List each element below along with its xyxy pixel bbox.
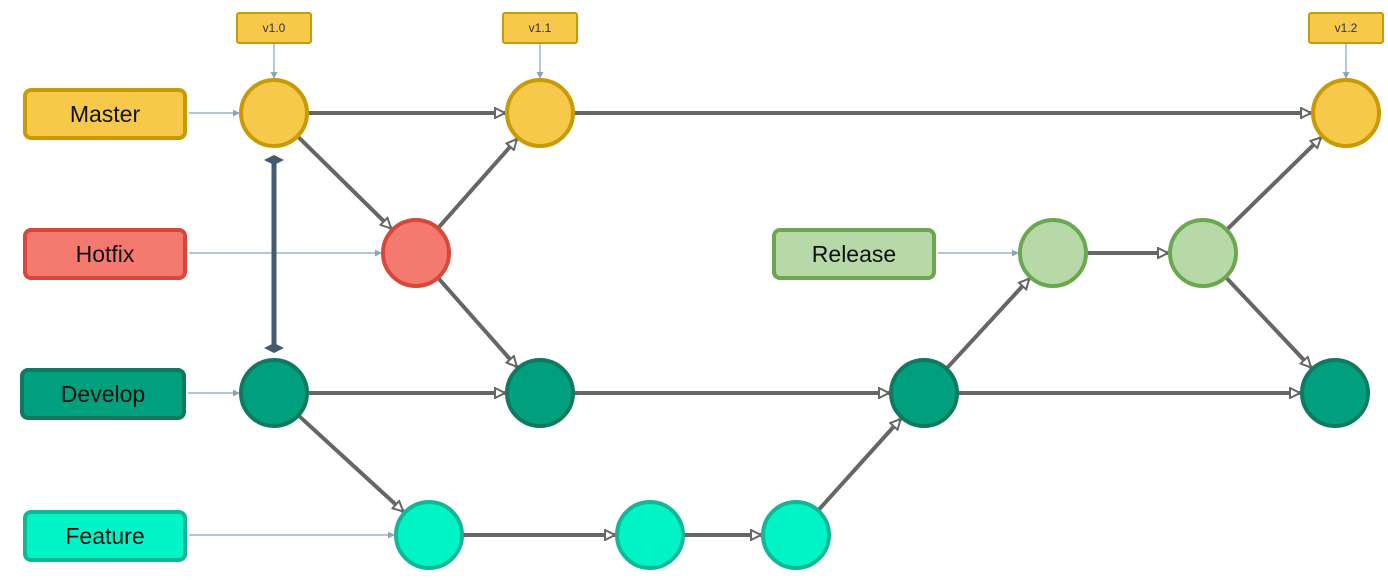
edge-d3-r1 xyxy=(944,279,1029,371)
branch-label-box-release xyxy=(772,228,936,280)
tag-v10: v1.0 xyxy=(236,12,312,79)
branch-label-text-master: Master xyxy=(70,101,141,127)
commit-d1 xyxy=(239,358,309,428)
commit-m3 xyxy=(1311,78,1381,148)
commit-d3 xyxy=(889,358,959,428)
commit-r2 xyxy=(1168,218,1238,288)
branch-label-text-develop: Develop xyxy=(61,381,145,407)
tag-v12-label: v1.2 xyxy=(1335,21,1358,35)
tag-v11-label: v1.1 xyxy=(529,21,552,35)
commit-d2 xyxy=(505,358,575,428)
edge-m1-h1 xyxy=(296,134,392,228)
branch-label-box-feature xyxy=(23,510,187,562)
label-links-layer xyxy=(188,109,1019,539)
tag-v10-box xyxy=(236,12,312,44)
branch-label-text-feature: Feature xyxy=(65,523,144,549)
branch-label-hotfix: Hotfix xyxy=(23,228,187,280)
edge-h1-m2 xyxy=(436,139,519,230)
branch-label-text-hotfix: Hotfix xyxy=(76,241,135,267)
commit-h1 xyxy=(381,218,451,288)
branch-label-box-hotfix xyxy=(23,228,187,280)
edge-d1-f1 xyxy=(296,413,403,511)
commit-f3 xyxy=(761,500,831,570)
tag-v11-box xyxy=(502,12,578,44)
tag-v12-box xyxy=(1308,12,1384,44)
commit-d4 xyxy=(1300,358,1370,428)
branch-label-box-master xyxy=(23,88,187,140)
commit-f2 xyxy=(615,500,685,570)
branch-label-feature: Feature xyxy=(23,510,187,562)
edge-h1-d2 xyxy=(436,276,519,367)
commit-m2 xyxy=(505,78,575,148)
edges-layer xyxy=(296,113,1322,535)
tag-v12: v1.2 xyxy=(1308,12,1384,79)
branch-label-text-release: Release xyxy=(812,241,896,267)
branch-label-box-develop xyxy=(20,368,186,420)
branch-label-master: Master xyxy=(23,88,187,140)
commits-layer xyxy=(239,78,1381,570)
tags-layer: v1.0 v1.1 v1.2 xyxy=(236,12,1384,79)
commit-m1 xyxy=(239,78,309,148)
branch-label-release: Release xyxy=(772,228,936,280)
edge-r2-m3 xyxy=(1225,138,1321,232)
tag-v11: v1.1 xyxy=(502,12,578,79)
commit-r1 xyxy=(1018,218,1088,288)
branch-label-develop: Develop xyxy=(20,368,186,420)
edge-f3-d3 xyxy=(816,419,901,512)
edge-r2-d4 xyxy=(1224,275,1311,368)
commit-f1 xyxy=(394,500,464,570)
tag-v10-label: v1.0 xyxy=(263,21,286,35)
